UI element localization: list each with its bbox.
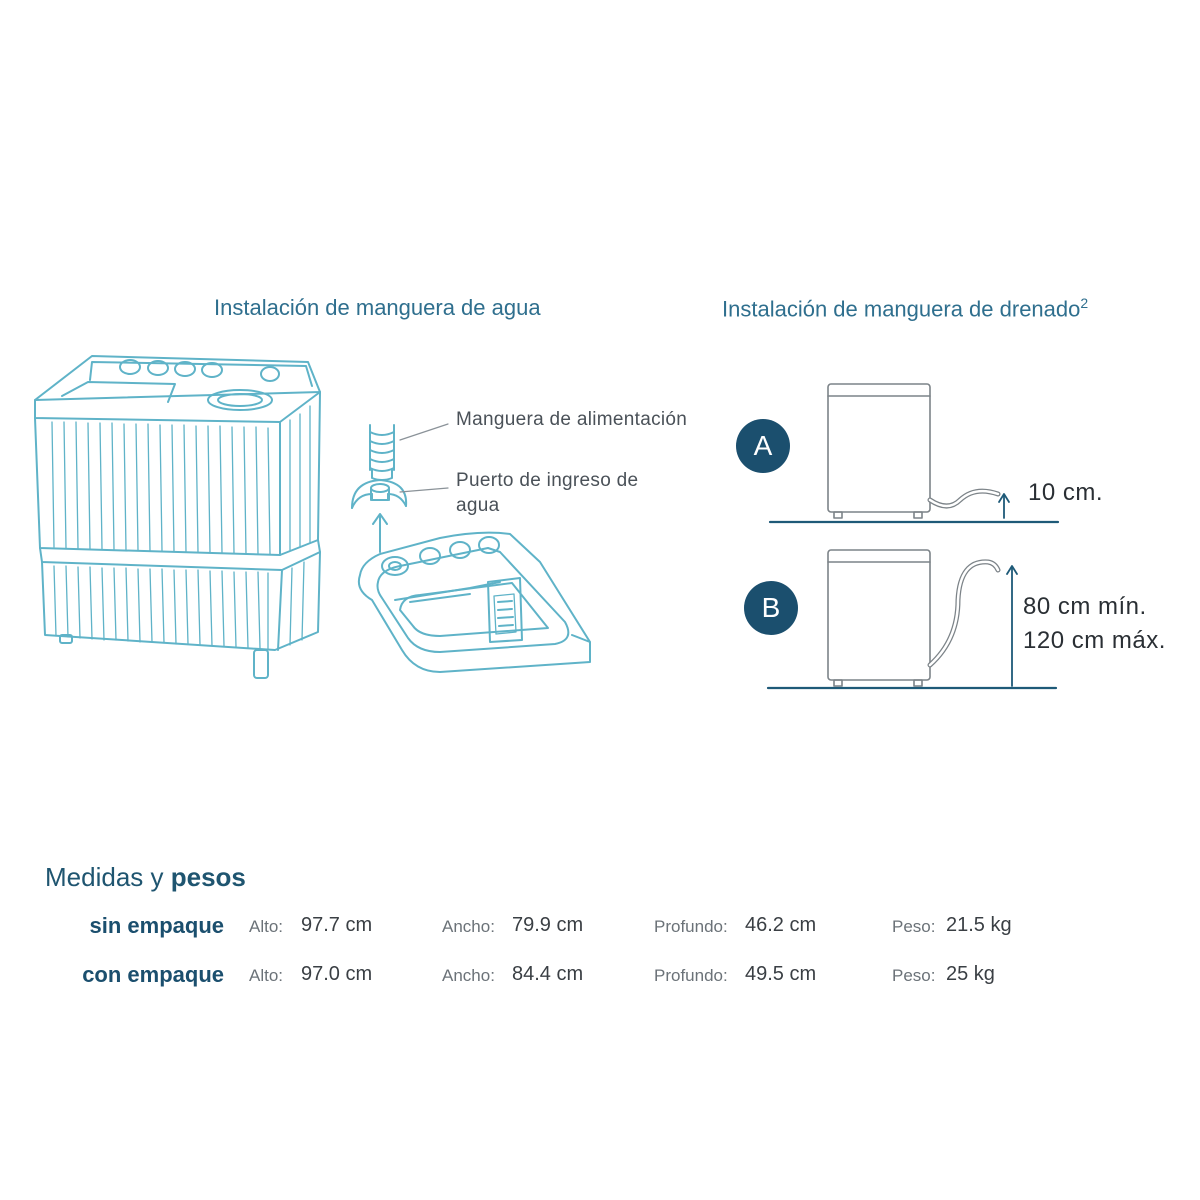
dimensions-title-light: Medidas y <box>45 862 171 892</box>
drain-hose-title-text: Instalación de manguera de drenado <box>722 296 1081 322</box>
inlet-callout-line1: Puerto de ingreso de <box>456 470 639 491</box>
water-inlet-port-illustration <box>351 479 408 509</box>
profundo-value: 46.2 cm <box>745 914 817 936</box>
peso-value: 21.5 kg <box>946 914 1012 936</box>
peso-key: Peso: <box>892 917 936 936</box>
peso-value: 25 kg <box>946 963 995 985</box>
drain-diagram-a <box>827 383 1001 519</box>
badge-b: B <box>744 581 798 635</box>
row-label: sin empaque <box>89 913 224 938</box>
dimensions-title-bold: pesos <box>170 862 246 892</box>
water-hose-title: Instalación de manguera de agua <box>214 295 541 320</box>
ancho-value: 79.9 cm <box>512 914 584 936</box>
alto-value: 97.0 cm <box>301 963 373 985</box>
drain-hose-title-superscript: 2 <box>1080 295 1089 311</box>
alto-key: Alto: <box>249 966 284 985</box>
feed-hose-illustration <box>369 424 395 481</box>
inlet-arrow-head <box>372 513 388 525</box>
row-label: con empaque <box>82 962 224 987</box>
height-arrow-b-head <box>1006 565 1018 575</box>
washing-machine-illustration <box>34 355 321 679</box>
height-a-label: 10 cm. <box>1028 479 1104 506</box>
alto-value: 97.7 cm <box>301 914 373 936</box>
peso-key: Peso: <box>892 966 936 985</box>
profundo-key: Profundo: <box>654 966 728 985</box>
height-arrow-a-head <box>998 493 1010 503</box>
washing-machine-ribs <box>51 405 311 650</box>
inlet-callout-line2: agua <box>456 495 500 516</box>
feed-hose-callout: Manguera de alimentación <box>456 409 688 430</box>
ancho-key: Ancho: <box>442 966 495 985</box>
profundo-value: 49.5 cm <box>745 963 817 985</box>
drain-diagram-b <box>827 549 1001 687</box>
badge-a: A <box>736 419 790 473</box>
dimensions-title: Medidas y pesos <box>45 862 246 893</box>
feed-hose-leader <box>399 423 449 441</box>
inlet-leader <box>399 487 449 493</box>
alto-key: Alto: <box>249 917 284 936</box>
height-b-min-label: 80 cm mín. <box>1023 593 1147 620</box>
ancho-key: Ancho: <box>442 917 495 936</box>
ancho-value: 84.4 cm <box>512 963 584 985</box>
washer-top-closeup-illustration <box>357 531 591 673</box>
height-b-max-label: 120 cm máx. <box>1023 627 1166 654</box>
profundo-key: Profundo: <box>654 917 728 936</box>
drain-hose-title: Instalación de manguera de drenado2 <box>722 295 1088 322</box>
